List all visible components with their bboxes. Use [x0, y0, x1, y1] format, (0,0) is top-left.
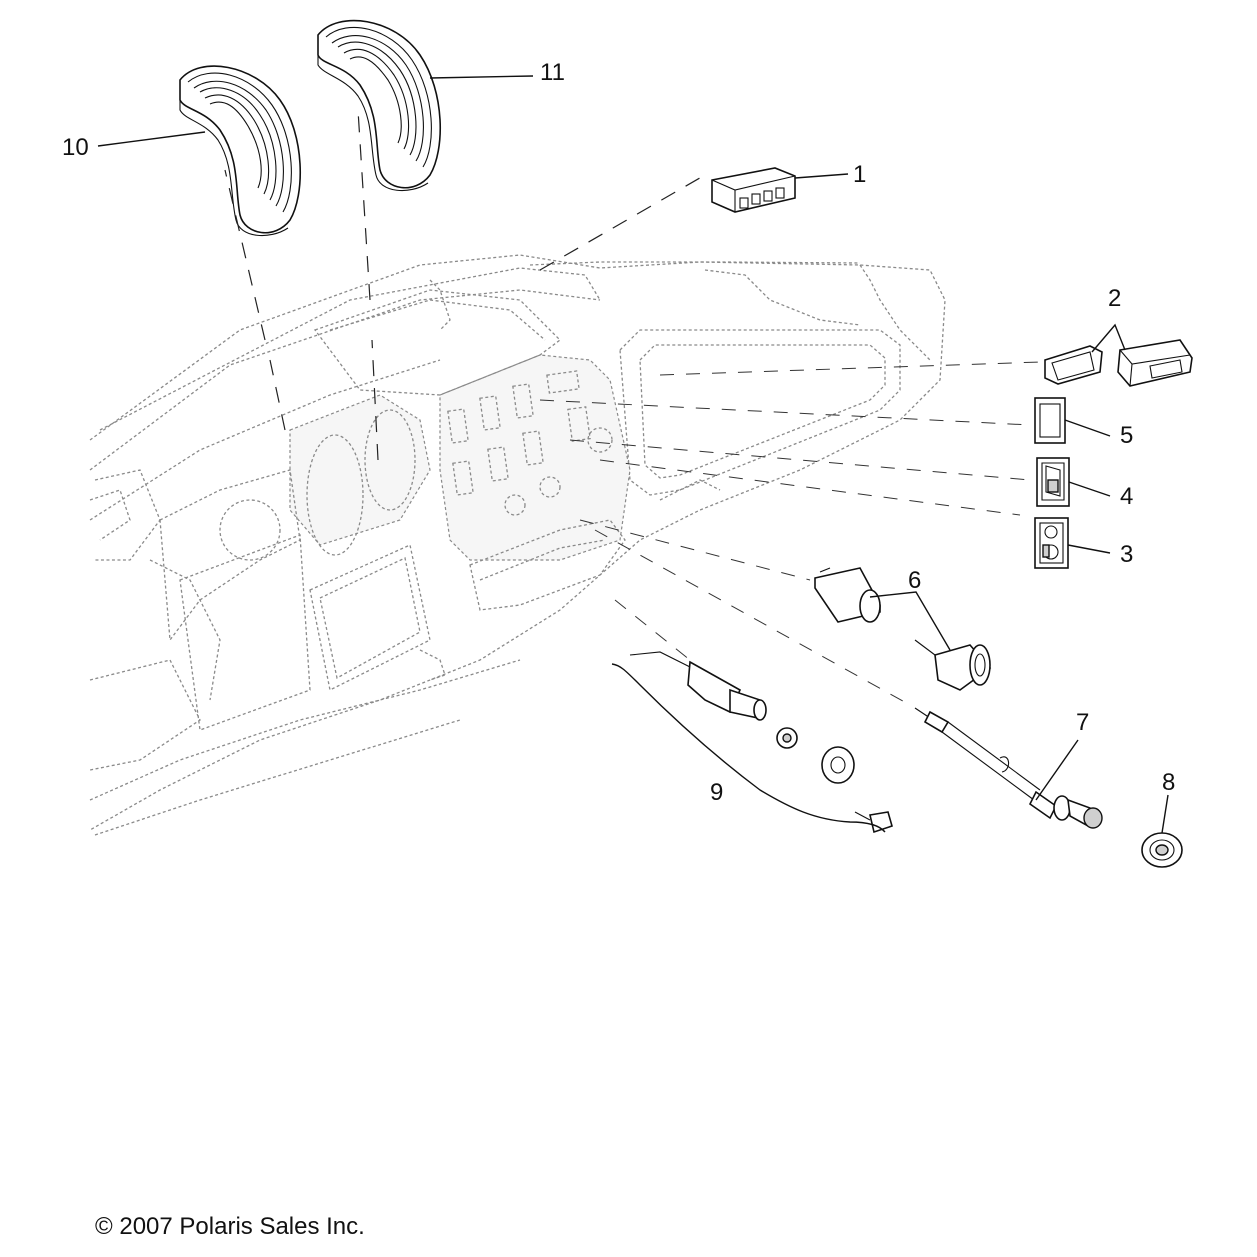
callout-5: 5: [1120, 422, 1133, 449]
dashboard-outline: [89, 254, 946, 836]
callout-9: 9: [710, 779, 723, 806]
part-2-switch-bezel: [1044, 339, 1193, 387]
part-7-choke-cable: [914, 707, 1103, 829]
callout-numbers: 1 2 3 4 5 6 7 8 9 10 11: [62, 59, 1175, 806]
part-11-grab-handle: [317, 19, 442, 192]
callout-11: 11: [540, 59, 565, 86]
callout-7: 7: [1076, 709, 1089, 736]
console-switch-slots: [447, 370, 613, 516]
explosion-lines: [224, 109, 1041, 706]
part-6-power-outlet: [814, 567, 992, 691]
callout-8: 8: [1162, 769, 1175, 796]
callout-6: 6: [908, 567, 921, 594]
callout-4: 4: [1120, 483, 1133, 510]
part-3-dual-switch: [1034, 517, 1069, 569]
part-10-grab-handle: [179, 65, 302, 237]
callout-2: 2: [1108, 285, 1121, 312]
part-9-ignition-switch: [611, 651, 893, 834]
part-4-rocker-switch: [1036, 457, 1070, 507]
part-8-grommet: [1141, 832, 1183, 868]
part-1-switch-block: [711, 167, 796, 213]
callout-leaders: [97, 75, 1169, 834]
part-5-blank-plug: [1034, 397, 1066, 444]
callout-10: 10: [62, 134, 89, 161]
copyright-notice: © 2007 Polaris Sales Inc.: [95, 1213, 365, 1240]
callout-3: 3: [1120, 541, 1133, 568]
callout-1: 1: [853, 161, 866, 188]
